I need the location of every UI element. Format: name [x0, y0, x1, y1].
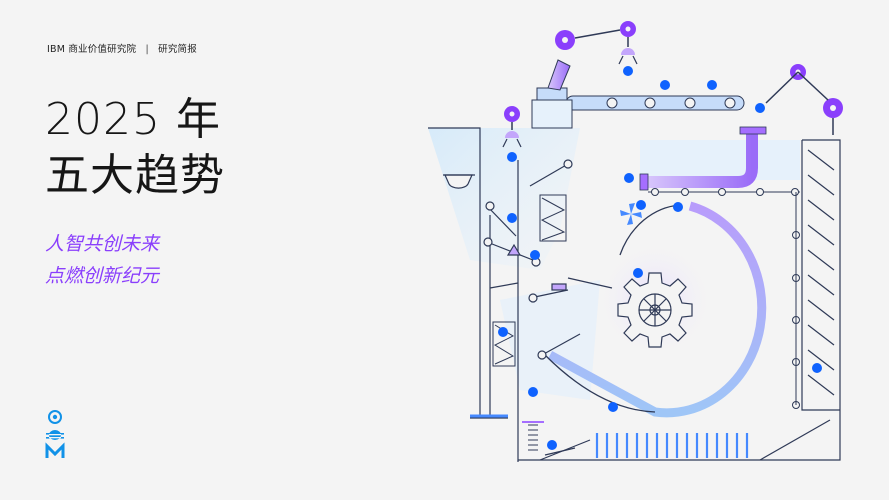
page-subtitle: 人智共创未来 点燃创新纪元	[45, 228, 159, 292]
page-title: 2025 年 五大趋势	[45, 92, 225, 204]
report-type: 研究简报	[158, 44, 197, 55]
title-line-2: 五大趋势	[45, 150, 225, 201]
header-separator: |	[145, 44, 149, 55]
subtitle-line-1: 人智共创未来	[45, 233, 160, 255]
title-line-1: 2025 年	[45, 94, 221, 145]
ibm-logo-icon	[45, 410, 65, 458]
org-name: IBM 商业价值研究院	[47, 44, 137, 55]
machine-illustration	[428, 21, 843, 462]
subtitle-line-2: 点燃创新纪元	[45, 265, 160, 287]
report-header: IBM 商业价值研究院 | 研究简报	[47, 41, 197, 55]
